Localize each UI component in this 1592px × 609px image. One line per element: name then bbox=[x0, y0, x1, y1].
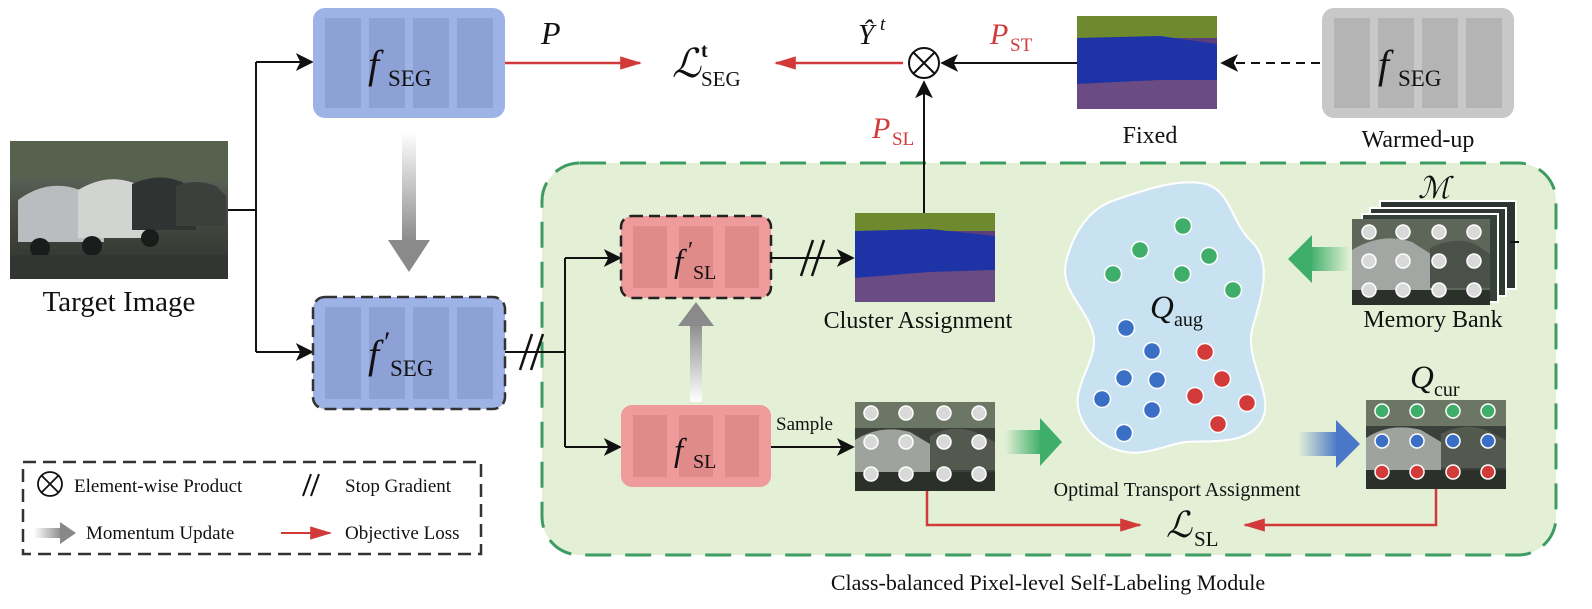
fixed-seg-image bbox=[1077, 16, 1217, 109]
cluster-assignment-label: Cluster Assignment bbox=[824, 308, 1013, 334]
svg-text:Q: Q bbox=[1150, 290, 1174, 326]
momentum-arrow-seg bbox=[388, 132, 430, 272]
q-aug-label: Q aug bbox=[1150, 290, 1203, 331]
memory-to-qaug-arrow bbox=[1288, 235, 1350, 283]
legend-box: Element-wise Product Stop Gradient Momen… bbox=[21, 460, 483, 556]
stop-gradient-mark-2 bbox=[799, 239, 826, 277]
svg-text:SL: SL bbox=[693, 451, 716, 473]
svg-text:ℒ: ℒ bbox=[672, 41, 702, 86]
target-image-label: Target Image bbox=[43, 286, 196, 318]
q-cur-green-dots bbox=[1374, 403, 1496, 419]
target-image bbox=[10, 141, 228, 279]
svg-text:′: ′ bbox=[688, 238, 693, 264]
svg-text:cur: cur bbox=[1434, 379, 1460, 401]
legend-objective: Objective Loss bbox=[345, 523, 460, 544]
stop-gradient-mark-1 bbox=[518, 333, 545, 371]
svg-text:SEG: SEG bbox=[1398, 66, 1441, 91]
fixed-label: Fixed bbox=[1123, 123, 1178, 149]
legend-momentum: Momentum Update bbox=[86, 523, 234, 544]
image-connectors bbox=[228, 53, 314, 361]
seg-loss-label: ℒ t SEG bbox=[672, 40, 741, 91]
memory-bank-symbol: ℳ bbox=[1418, 172, 1454, 205]
ot-assignment-label: Optimal Transport Assignment bbox=[1054, 479, 1301, 501]
warmed-up-label: Warmed-up bbox=[1362, 127, 1475, 153]
svg-text:SL: SL bbox=[892, 129, 914, 150]
q-cur-label: Q cur bbox=[1410, 360, 1460, 401]
svg-text:P: P bbox=[989, 18, 1008, 51]
svg-text:SL: SL bbox=[1194, 527, 1219, 551]
f-seg-prime-block: f ′ SEG bbox=[311, 295, 507, 411]
f-sl-prime-block: f ′ SL bbox=[619, 214, 773, 300]
p-label: P bbox=[540, 15, 561, 51]
warmed-up-f-seg-block: f SEG bbox=[1322, 8, 1514, 118]
svg-text:SEG: SEG bbox=[388, 66, 431, 91]
memory-bank-label: Memory Bank bbox=[1363, 307, 1502, 333]
sample-label: Sample bbox=[776, 414, 833, 435]
momentum-arrow-sl bbox=[678, 302, 714, 402]
svg-text:aug: aug bbox=[1174, 309, 1203, 331]
memory-bank-dots bbox=[1361, 224, 1482, 298]
cluster-assignment-image bbox=[855, 213, 995, 302]
svg-text:t: t bbox=[880, 14, 886, 35]
q-aug-red-dots bbox=[1185, 342, 1257, 434]
svg-text:P: P bbox=[871, 112, 890, 145]
q-aug-blue-dots bbox=[1092, 318, 1167, 443]
legend-stop-gradient: Stop Gradient bbox=[345, 476, 452, 497]
y-hat-label: Ŷ t bbox=[858, 14, 886, 51]
module-caption: Class-balanced Pixel-level Self-Labeling… bbox=[831, 570, 1265, 595]
svg-text:′: ′ bbox=[384, 326, 391, 359]
svg-text:SEG: SEG bbox=[701, 67, 741, 91]
p-sl-label: P SL bbox=[871, 112, 914, 150]
svg-text:t: t bbox=[701, 40, 708, 62]
f-sl-block: f SL bbox=[621, 405, 771, 487]
svg-text:SEG: SEG bbox=[390, 356, 433, 381]
legend-element-wise: Element-wise Product bbox=[74, 476, 243, 497]
q-cur-red-dots bbox=[1374, 464, 1496, 480]
sl-loss-arrows bbox=[925, 489, 1438, 532]
svg-text:ℒ: ℒ bbox=[1166, 505, 1193, 545]
f-seg-block: f SEG bbox=[313, 8, 505, 118]
svg-text:ST: ST bbox=[1010, 35, 1033, 56]
sl-loss-label: ℒ SL bbox=[1166, 505, 1219, 551]
svg-text:Ŷ: Ŷ bbox=[858, 18, 877, 51]
sample-dots bbox=[863, 405, 987, 482]
svg-text:SL: SL bbox=[693, 262, 716, 284]
qaug-to-qcur-arrow bbox=[1298, 420, 1360, 468]
q-aug-green-dots bbox=[1103, 216, 1243, 300]
seg-prime-connectors bbox=[505, 249, 622, 456]
sample-to-qaug-arrow bbox=[1005, 418, 1062, 466]
q-cur-blue-dots bbox=[1374, 433, 1496, 449]
svg-text:Q: Q bbox=[1410, 360, 1434, 396]
p-st-label: P ST bbox=[989, 18, 1033, 56]
element-wise-product-node bbox=[908, 47, 940, 79]
